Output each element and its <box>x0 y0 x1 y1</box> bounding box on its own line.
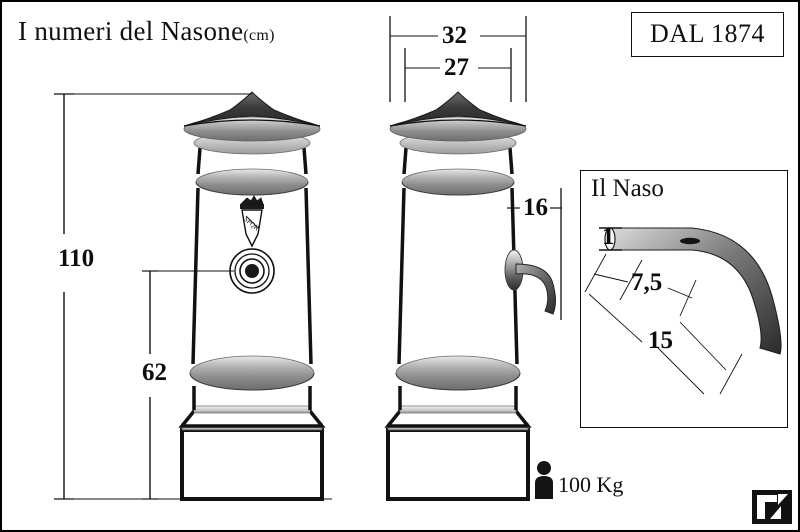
front-view-dimensions <box>54 93 332 500</box>
dimension-spout-height: 62 <box>142 359 167 386</box>
dimension-naso-straight: 7,5 <box>631 269 663 296</box>
dimension-naso-bore: 1 <box>602 223 615 250</box>
dimension-naso-total: 15 <box>648 327 673 354</box>
spqr-crest-icon: SPQR <box>229 195 275 294</box>
person-weight-icon <box>535 461 553 499</box>
side-view-dimensions <box>389 16 562 320</box>
acea-logo-icon <box>752 490 792 524</box>
dimension-total-height: 110 <box>58 245 95 272</box>
page-title-unit: (cm) <box>243 27 275 44</box>
detail-panel-title: Il Naso <box>591 175 664 202</box>
since-stamp-text: DAL 1874 <box>650 19 765 48</box>
svg-text:SPQR: SPQR <box>242 215 261 233</box>
front-view-body <box>178 91 326 501</box>
dimension-inner-width: 27 <box>444 54 469 81</box>
page-title-text: I numeri del Nasone <box>18 16 244 46</box>
dimension-outer-width: 32 <box>442 22 467 49</box>
detail-panel-naso: Il Naso <box>580 170 788 428</box>
side-view-body <box>384 91 556 501</box>
weight-label: 100 Kg <box>558 472 624 497</box>
dimension-spout-projection: 16 <box>523 194 548 221</box>
since-stamp: DAL 1874 <box>631 12 784 57</box>
page-title: I numeri del Nasone(cm) <box>18 16 275 47</box>
